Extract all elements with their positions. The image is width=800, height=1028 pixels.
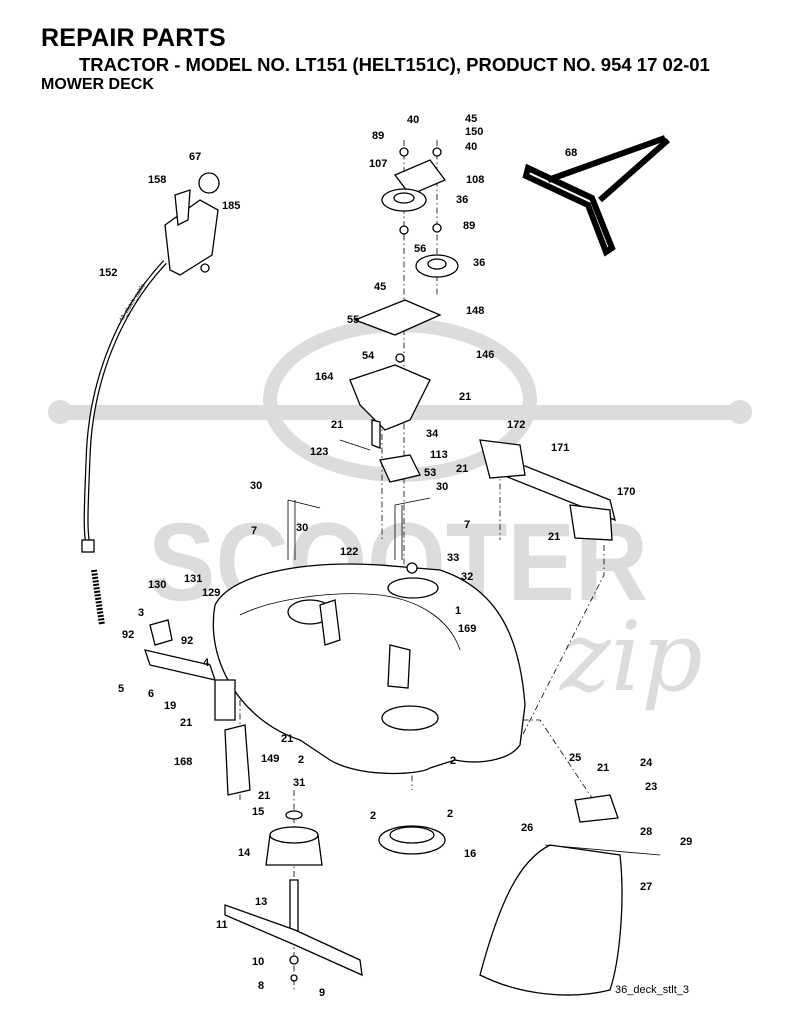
callout-55: 55 bbox=[347, 314, 359, 326]
front-hanger-rods bbox=[287, 497, 439, 599]
callout-130: 130 bbox=[148, 579, 166, 591]
discharge-chute bbox=[479, 794, 661, 996]
callout-21: 21 bbox=[459, 391, 471, 403]
callout-30-b: 30 bbox=[436, 481, 448, 493]
callout-152: 152 bbox=[99, 267, 117, 279]
callout-7: 7 bbox=[251, 525, 257, 537]
callout-54: 54 bbox=[362, 350, 375, 362]
callout-24: 24 bbox=[640, 757, 653, 769]
callout-122: 122 bbox=[340, 546, 358, 558]
callout-7-b: 7 bbox=[464, 519, 470, 531]
callout-168: 168 bbox=[174, 756, 192, 768]
watermark-script: zip bbox=[559, 601, 703, 713]
callout-15: 15 bbox=[252, 806, 264, 818]
clutch-cable-assembly: 42_clutch_cable bbox=[81, 172, 220, 626]
callout-21-c: 21 bbox=[456, 463, 468, 475]
callout-185: 185 bbox=[222, 200, 240, 212]
callout-9: 9 bbox=[319, 987, 325, 999]
callout-36-b: 36 bbox=[473, 257, 485, 269]
rear-deck-bracket bbox=[479, 439, 616, 541]
callout-26: 26 bbox=[521, 822, 533, 834]
callout-92: 92 bbox=[122, 629, 134, 641]
callout-158: 158 bbox=[148, 174, 166, 186]
callout-28: 28 bbox=[640, 826, 652, 838]
callout-148: 148 bbox=[466, 305, 484, 317]
callout-170: 170 bbox=[617, 486, 635, 498]
callout-29: 29 bbox=[680, 836, 692, 848]
callout-4: 4 bbox=[203, 657, 210, 669]
callout-32: 32 bbox=[461, 571, 473, 583]
callout-129: 129 bbox=[202, 587, 220, 599]
callout-5: 5 bbox=[118, 683, 124, 695]
callout-8: 8 bbox=[258, 980, 264, 992]
left-deck-bracket bbox=[144, 619, 251, 796]
page-title: REPAIR PARTS bbox=[41, 24, 226, 52]
section-title: MOWER DECK bbox=[41, 76, 154, 93]
callout-2-d: 2 bbox=[447, 808, 453, 820]
callout-169: 169 bbox=[458, 623, 476, 635]
callout-6: 6 bbox=[148, 688, 154, 700]
callout-92-b: 92 bbox=[181, 635, 193, 647]
callout-34: 34 bbox=[426, 428, 439, 440]
callout-89: 89 bbox=[372, 130, 384, 142]
callout-16: 16 bbox=[464, 848, 476, 860]
callout-30: 30 bbox=[250, 480, 262, 492]
callout-21-f: 21 bbox=[281, 733, 293, 745]
callout-1: 1 bbox=[455, 605, 461, 617]
callout-45: 45 bbox=[465, 113, 477, 125]
spindle-blade-assembly bbox=[224, 810, 446, 982]
callout-36: 36 bbox=[456, 194, 468, 206]
callout-107: 107 bbox=[369, 158, 387, 170]
callout-171: 171 bbox=[551, 442, 569, 454]
callout-27: 27 bbox=[640, 881, 652, 893]
callout-40-b: 40 bbox=[465, 141, 477, 153]
callout-146: 146 bbox=[476, 349, 494, 361]
callout-21-g: 21 bbox=[258, 790, 270, 802]
drive-belt bbox=[522, 135, 670, 257]
callout-10: 10 bbox=[252, 956, 264, 968]
idler-stack bbox=[339, 147, 459, 483]
callout-13: 13 bbox=[255, 896, 267, 908]
callout-21-e: 21 bbox=[180, 717, 192, 729]
callout-172: 172 bbox=[507, 419, 525, 431]
callout-113: 113 bbox=[430, 449, 448, 461]
callout-164: 164 bbox=[315, 371, 334, 383]
page-subtitle: TRACTOR - MODEL NO. LT151 (HELT151C), PR… bbox=[79, 54, 710, 75]
callout-2-c: 2 bbox=[370, 810, 376, 822]
callout-21-h: 21 bbox=[597, 762, 609, 774]
callout-56: 56 bbox=[414, 243, 426, 255]
callout-25: 25 bbox=[569, 752, 581, 764]
callout-labels: 67 158 185 152 40 45 89 150 40 107 108 3… bbox=[99, 113, 692, 999]
drawing-code: 36_deck_stlt_3 bbox=[615, 984, 689, 996]
cable-tag: 42_clutch_cable bbox=[119, 283, 147, 324]
callout-3: 3 bbox=[138, 607, 144, 619]
callout-150: 150 bbox=[465, 126, 483, 138]
callout-23: 23 bbox=[645, 781, 657, 793]
callout-31: 31 bbox=[293, 777, 305, 789]
callout-2: 2 bbox=[298, 754, 304, 766]
callout-67: 67 bbox=[189, 151, 201, 163]
callout-45-b: 45 bbox=[374, 281, 386, 293]
mower-deck bbox=[212, 563, 526, 775]
callout-14: 14 bbox=[238, 847, 251, 859]
callout-30-c: 30 bbox=[296, 522, 308, 534]
callout-89-b: 89 bbox=[463, 220, 475, 232]
callout-21-d: 21 bbox=[548, 531, 560, 543]
callout-131: 131 bbox=[184, 573, 202, 585]
callout-108: 108 bbox=[466, 174, 484, 186]
callout-68: 68 bbox=[565, 147, 577, 159]
callout-11: 11 bbox=[216, 919, 228, 931]
callout-40: 40 bbox=[407, 114, 419, 126]
callout-21-b: 21 bbox=[331, 419, 343, 431]
callout-123: 123 bbox=[310, 446, 328, 458]
callout-53: 53 bbox=[424, 467, 436, 479]
callout-33: 33 bbox=[447, 552, 459, 564]
callout-19: 19 bbox=[164, 700, 176, 712]
callout-149: 149 bbox=[261, 753, 279, 765]
callout-2-b: 2 bbox=[450, 755, 456, 767]
